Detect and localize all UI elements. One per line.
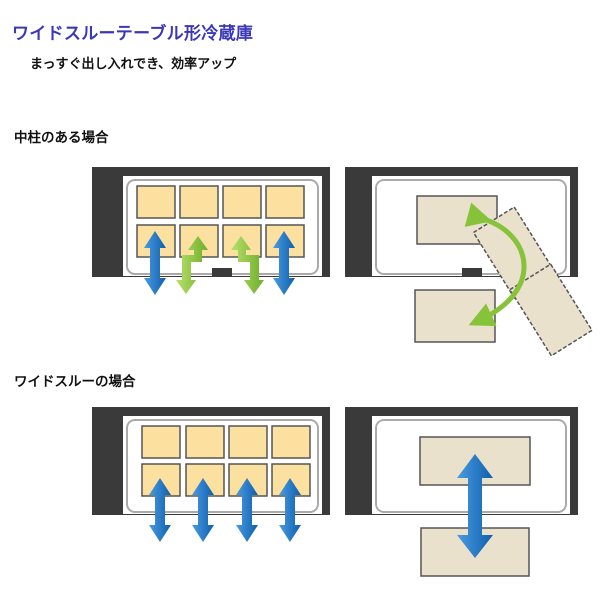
double-arrow-icon (457, 454, 493, 558)
food-tray (179, 185, 219, 219)
fridge-inner-frame (126, 419, 319, 513)
page-title: ワイドスルーテーブル形冷蔵庫 (12, 24, 254, 44)
food-tray (222, 185, 262, 219)
double-arrow-icon (236, 478, 258, 542)
food-tray (141, 425, 181, 459)
green-zigzag-arrow-icon (231, 236, 264, 294)
food-tray-grid (141, 425, 311, 497)
double-arrow-icon (149, 478, 171, 542)
double-arrow-icon (279, 478, 301, 542)
page-subtitle: まっすぐ出し入れでき、効率アップ (30, 57, 237, 72)
food-tray-grid (136, 185, 305, 258)
double-arrow-icon (144, 231, 166, 295)
fridge-center-pillar-pan (345, 167, 594, 357)
center-pillar (462, 268, 482, 277)
center-pillar (212, 268, 232, 277)
green-zigzag-arrow-icon (176, 236, 208, 294)
section-label-wide-through: ワイドスルーの場合 (14, 374, 136, 390)
food-pan-rotating (508, 263, 594, 357)
curved-rotate-arrow-icon (464, 202, 527, 327)
double-arrow-icon (192, 478, 214, 542)
food-tray (271, 425, 311, 459)
fridge-wide-through-pan (345, 407, 578, 577)
food-tray (265, 185, 305, 219)
section-label-center-pillar: 中柱のある場合 (14, 130, 109, 146)
food-tray (136, 185, 176, 219)
food-tray (185, 425, 225, 459)
food-tray (228, 425, 268, 459)
fridge-wide-through-trays (92, 407, 330, 542)
double-arrow-icon (273, 231, 295, 295)
fridge-center-pillar-trays (92, 167, 330, 295)
